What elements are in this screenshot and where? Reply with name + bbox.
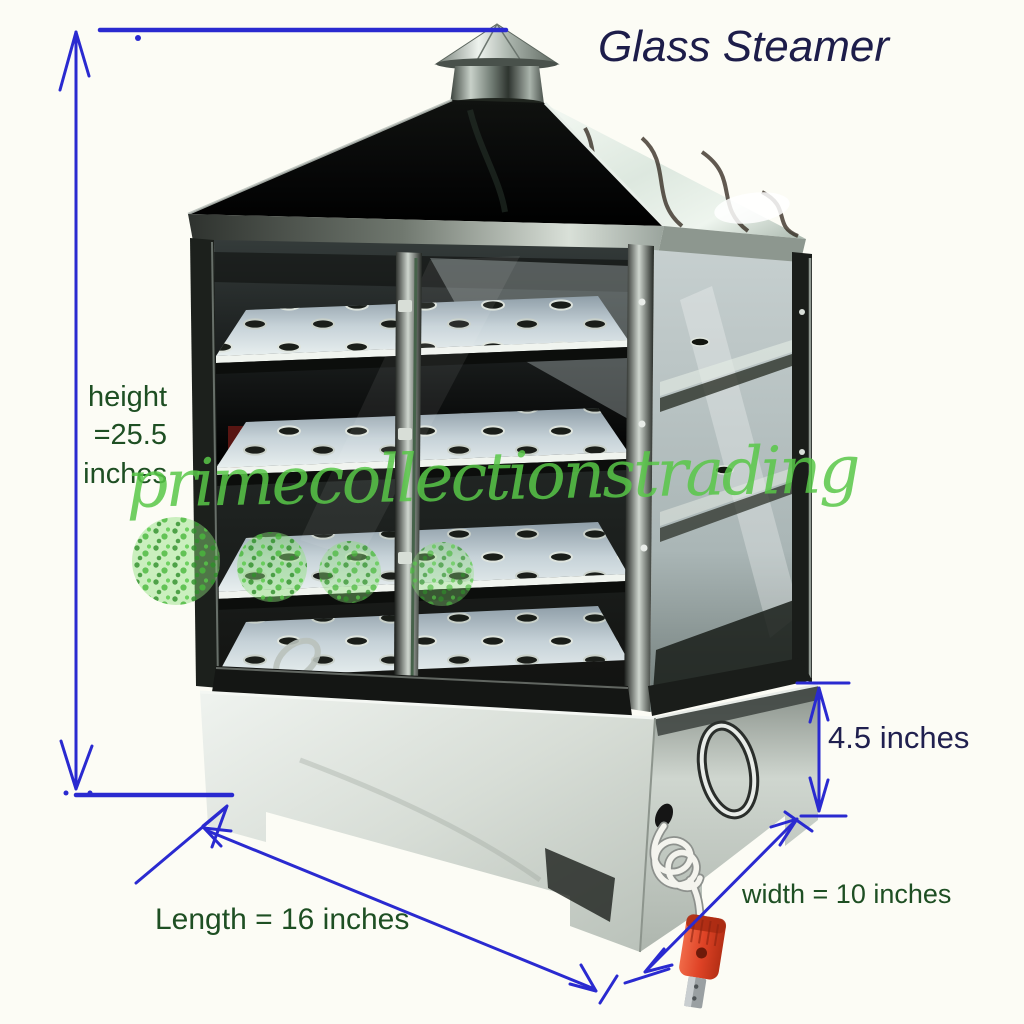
watermark-text: primecollectionstrading <box>125 430 859 523</box>
cord-grommet <box>654 803 674 829</box>
length-arrow <box>202 826 619 1005</box>
roof-front-panel <box>188 100 664 226</box>
width-dimension-label: width = 10 inches <box>742 879 952 909</box>
glass-steamer-product <box>187 23 819 1009</box>
watermark-blobs <box>132 517 474 606</box>
corner-pointer-arrow <box>134 804 229 885</box>
watermark-blob <box>319 541 381 603</box>
base-shadow <box>545 848 615 922</box>
base-height-arrow <box>795 681 851 818</box>
length-dimension-label: Length = 16 inches <box>155 903 410 936</box>
steam-tray <box>216 296 628 374</box>
side-glass-panel <box>650 250 800 712</box>
base-front-face <box>200 692 655 952</box>
chimney <box>434 23 560 110</box>
steam-tray <box>216 606 628 678</box>
watermark-blob <box>410 542 474 606</box>
roof <box>187 98 806 264</box>
dimension-arrows <box>58 27 851 1005</box>
watermark-blob <box>132 517 220 605</box>
steam-trays <box>216 296 628 683</box>
steam-tray <box>216 522 628 610</box>
width-arrow <box>623 810 814 985</box>
base-height-dimension-label: 4.5 inches <box>828 720 970 755</box>
height-label-line2: inches <box>83 457 167 490</box>
power-plug <box>679 914 727 1009</box>
base-handle <box>696 720 760 820</box>
height-label-line1: height =25.5 <box>87 381 167 452</box>
height-dimension-label: height =25.5 inches <box>15 378 167 493</box>
product-title: Glass Steamer <box>598 22 889 71</box>
steam-tray <box>216 408 628 486</box>
watermark-blob <box>237 532 307 602</box>
